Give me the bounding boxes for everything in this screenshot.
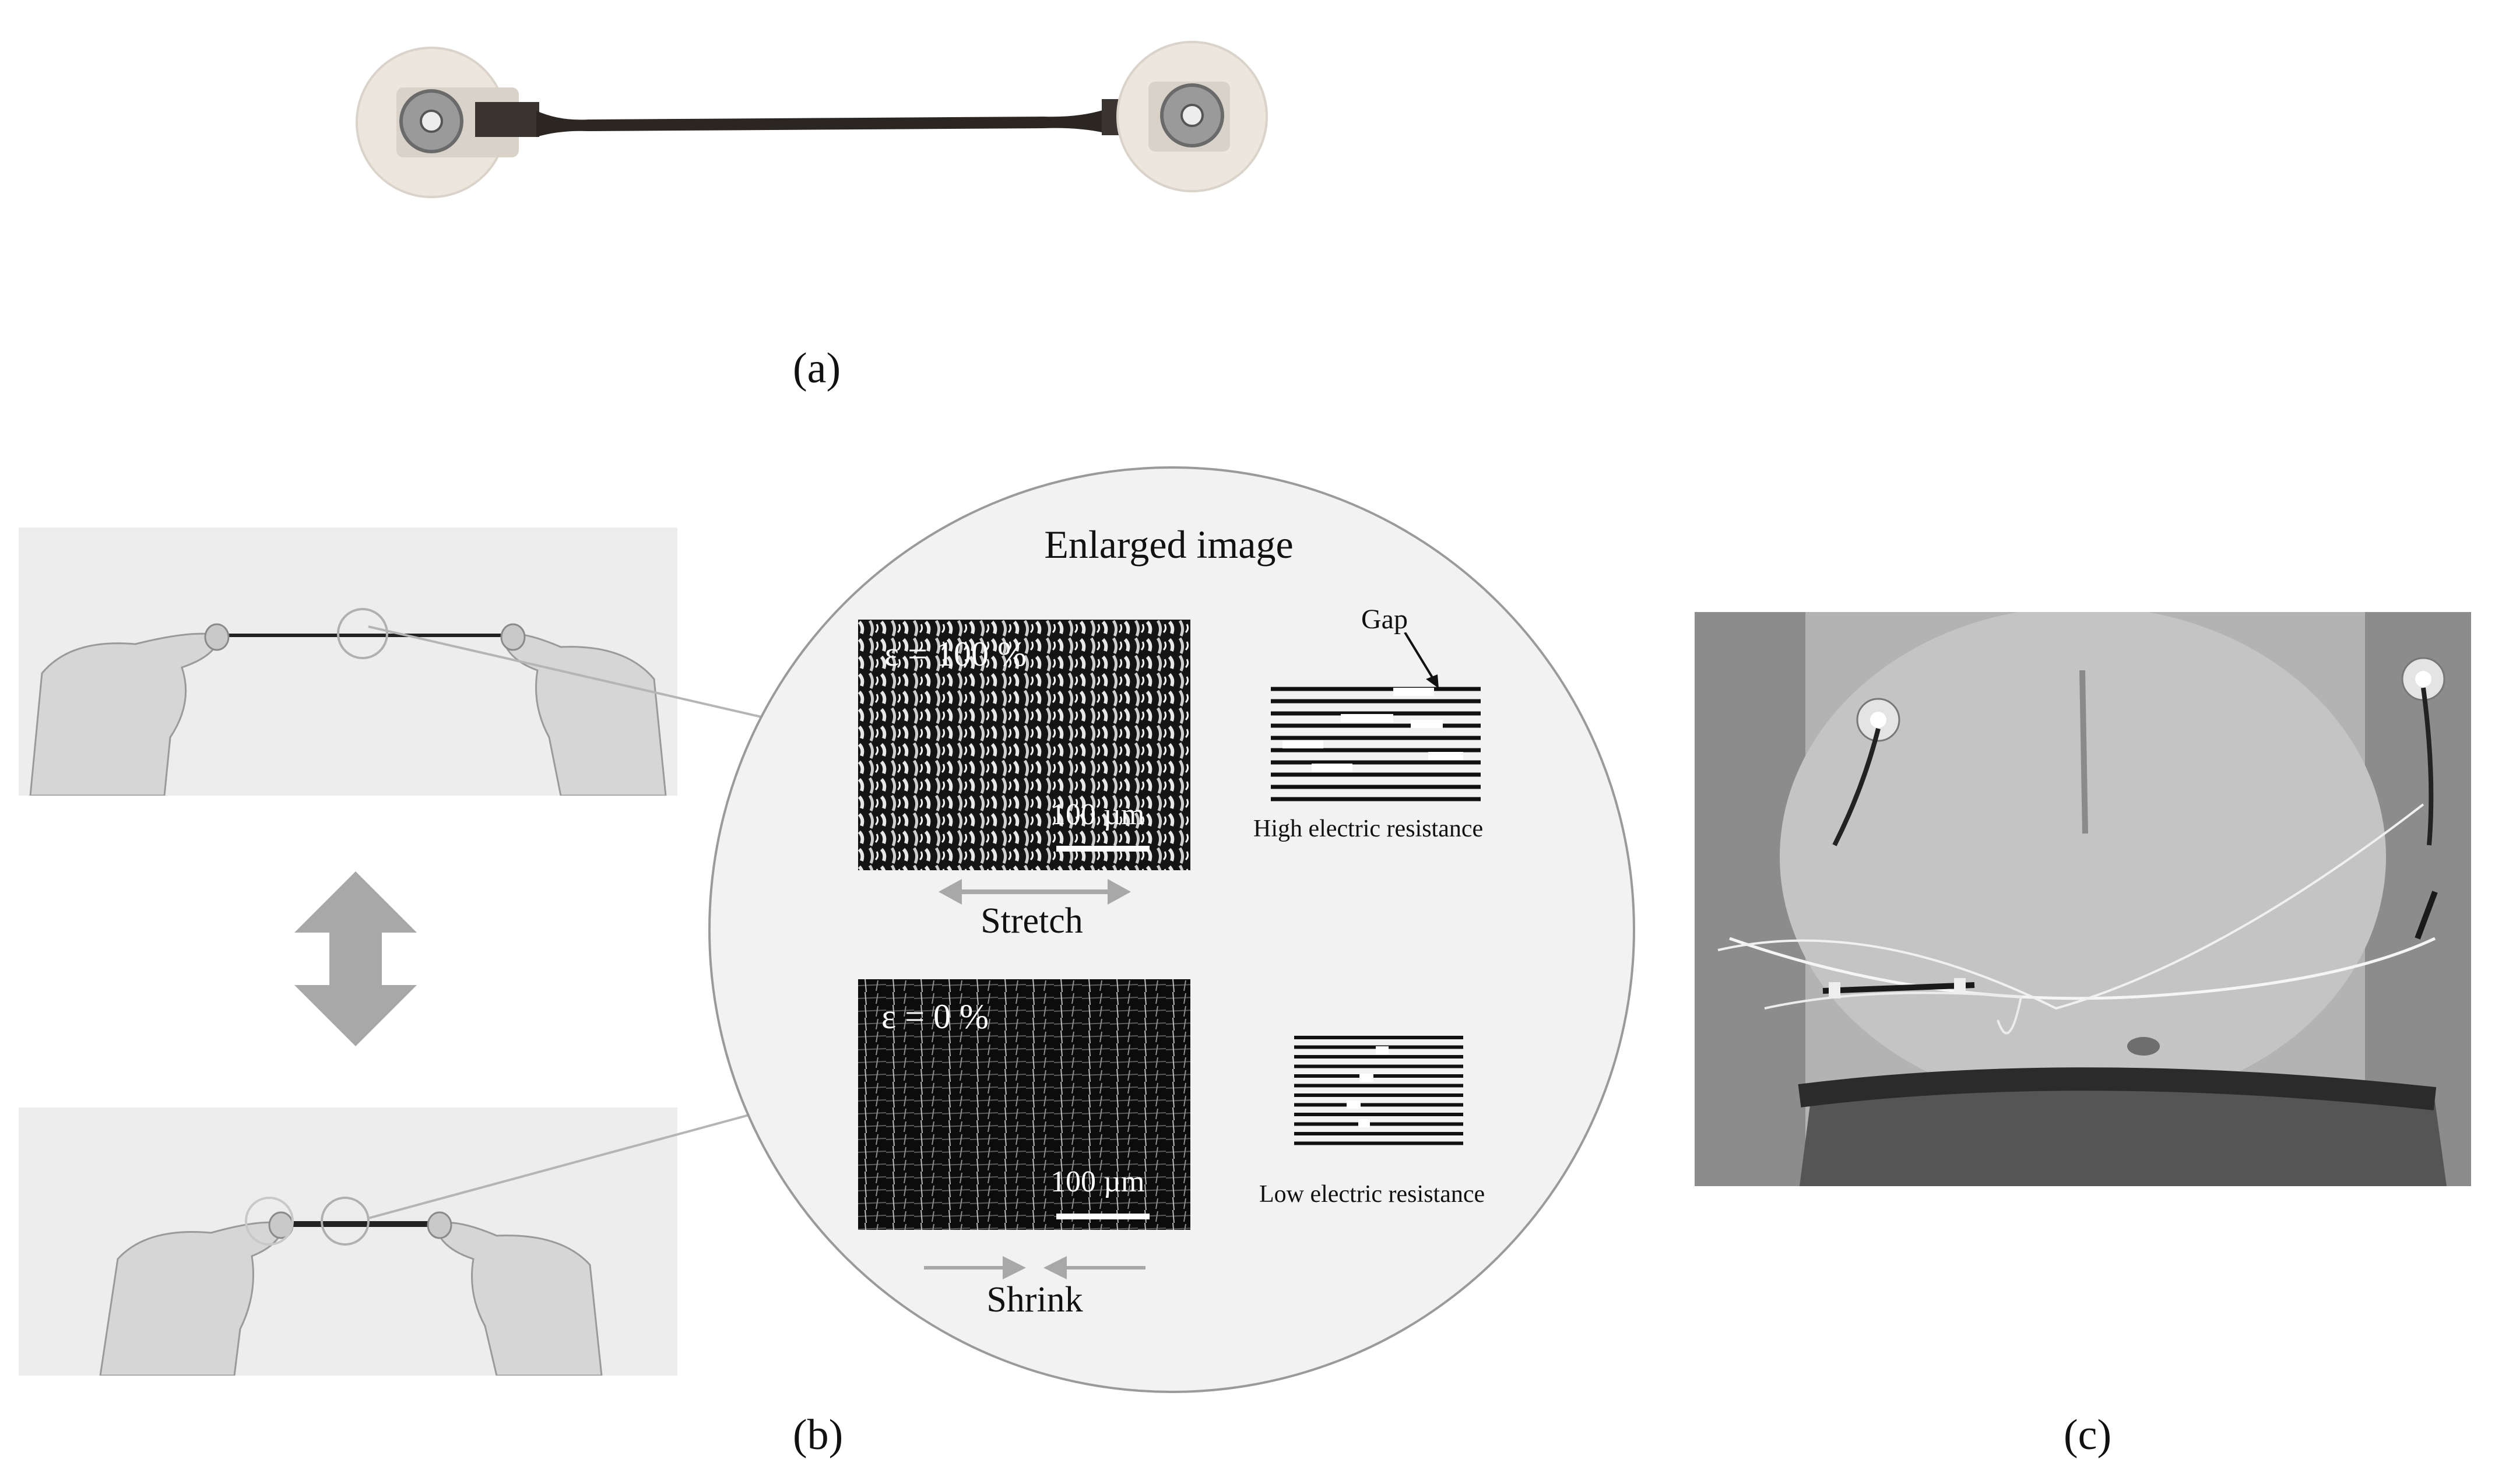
hands-relaxed-image: [99, 1197, 603, 1376]
panel-c-torso-photo: [1695, 612, 2471, 1186]
scale-bar-top-label: 100 µm: [1050, 798, 1145, 831]
panel-c-label: (c): [2064, 1411, 2112, 1459]
stretch-label: Stretch: [981, 901, 1083, 941]
low-resistance-label: Low electric resistance: [1259, 1181, 1485, 1208]
enlarged-image-circle: [708, 466, 1635, 1393]
panel-a-sensor-photo: [326, 23, 1317, 268]
relaxed-sensor-photo: [19, 1107, 677, 1376]
low-resistance-schematic: [1294, 1036, 1463, 1145]
stretched-microscopy-image: ε = 100 % 100 µm: [858, 620, 1190, 870]
panel-a-label: (a): [793, 344, 841, 392]
shrink-arrow-icon: [924, 1256, 1145, 1279]
sensor-on-abdomen-image: [1695, 612, 2471, 1186]
high-resistance-label: High electric resistance: [1253, 815, 1484, 842]
relaxed-microscopy-image: ε = 0 % 100 µm: [858, 979, 1190, 1230]
stretch-arrow-icon: [939, 879, 1131, 905]
stretched-sensor-photo: [19, 528, 677, 796]
high-resistance-schematic: [1271, 632, 1481, 801]
shrink-label: Shrink: [986, 1280, 1083, 1320]
double-arrow-icon: [294, 871, 417, 1046]
strain-100-label: ε = 100 %: [884, 635, 1027, 673]
hands-stretching-image: [29, 608, 667, 796]
strain-sensor-image: [356, 41, 1268, 198]
enlarged-image-title: Enlarged image: [1044, 522, 1294, 567]
gap-label: Gap: [1361, 604, 1408, 635]
strain-0-label: ε = 0 %: [881, 997, 989, 1036]
scale-bar-bottom-label: 100 µm: [1050, 1165, 1145, 1198]
panel-b-label: (b): [793, 1411, 844, 1459]
